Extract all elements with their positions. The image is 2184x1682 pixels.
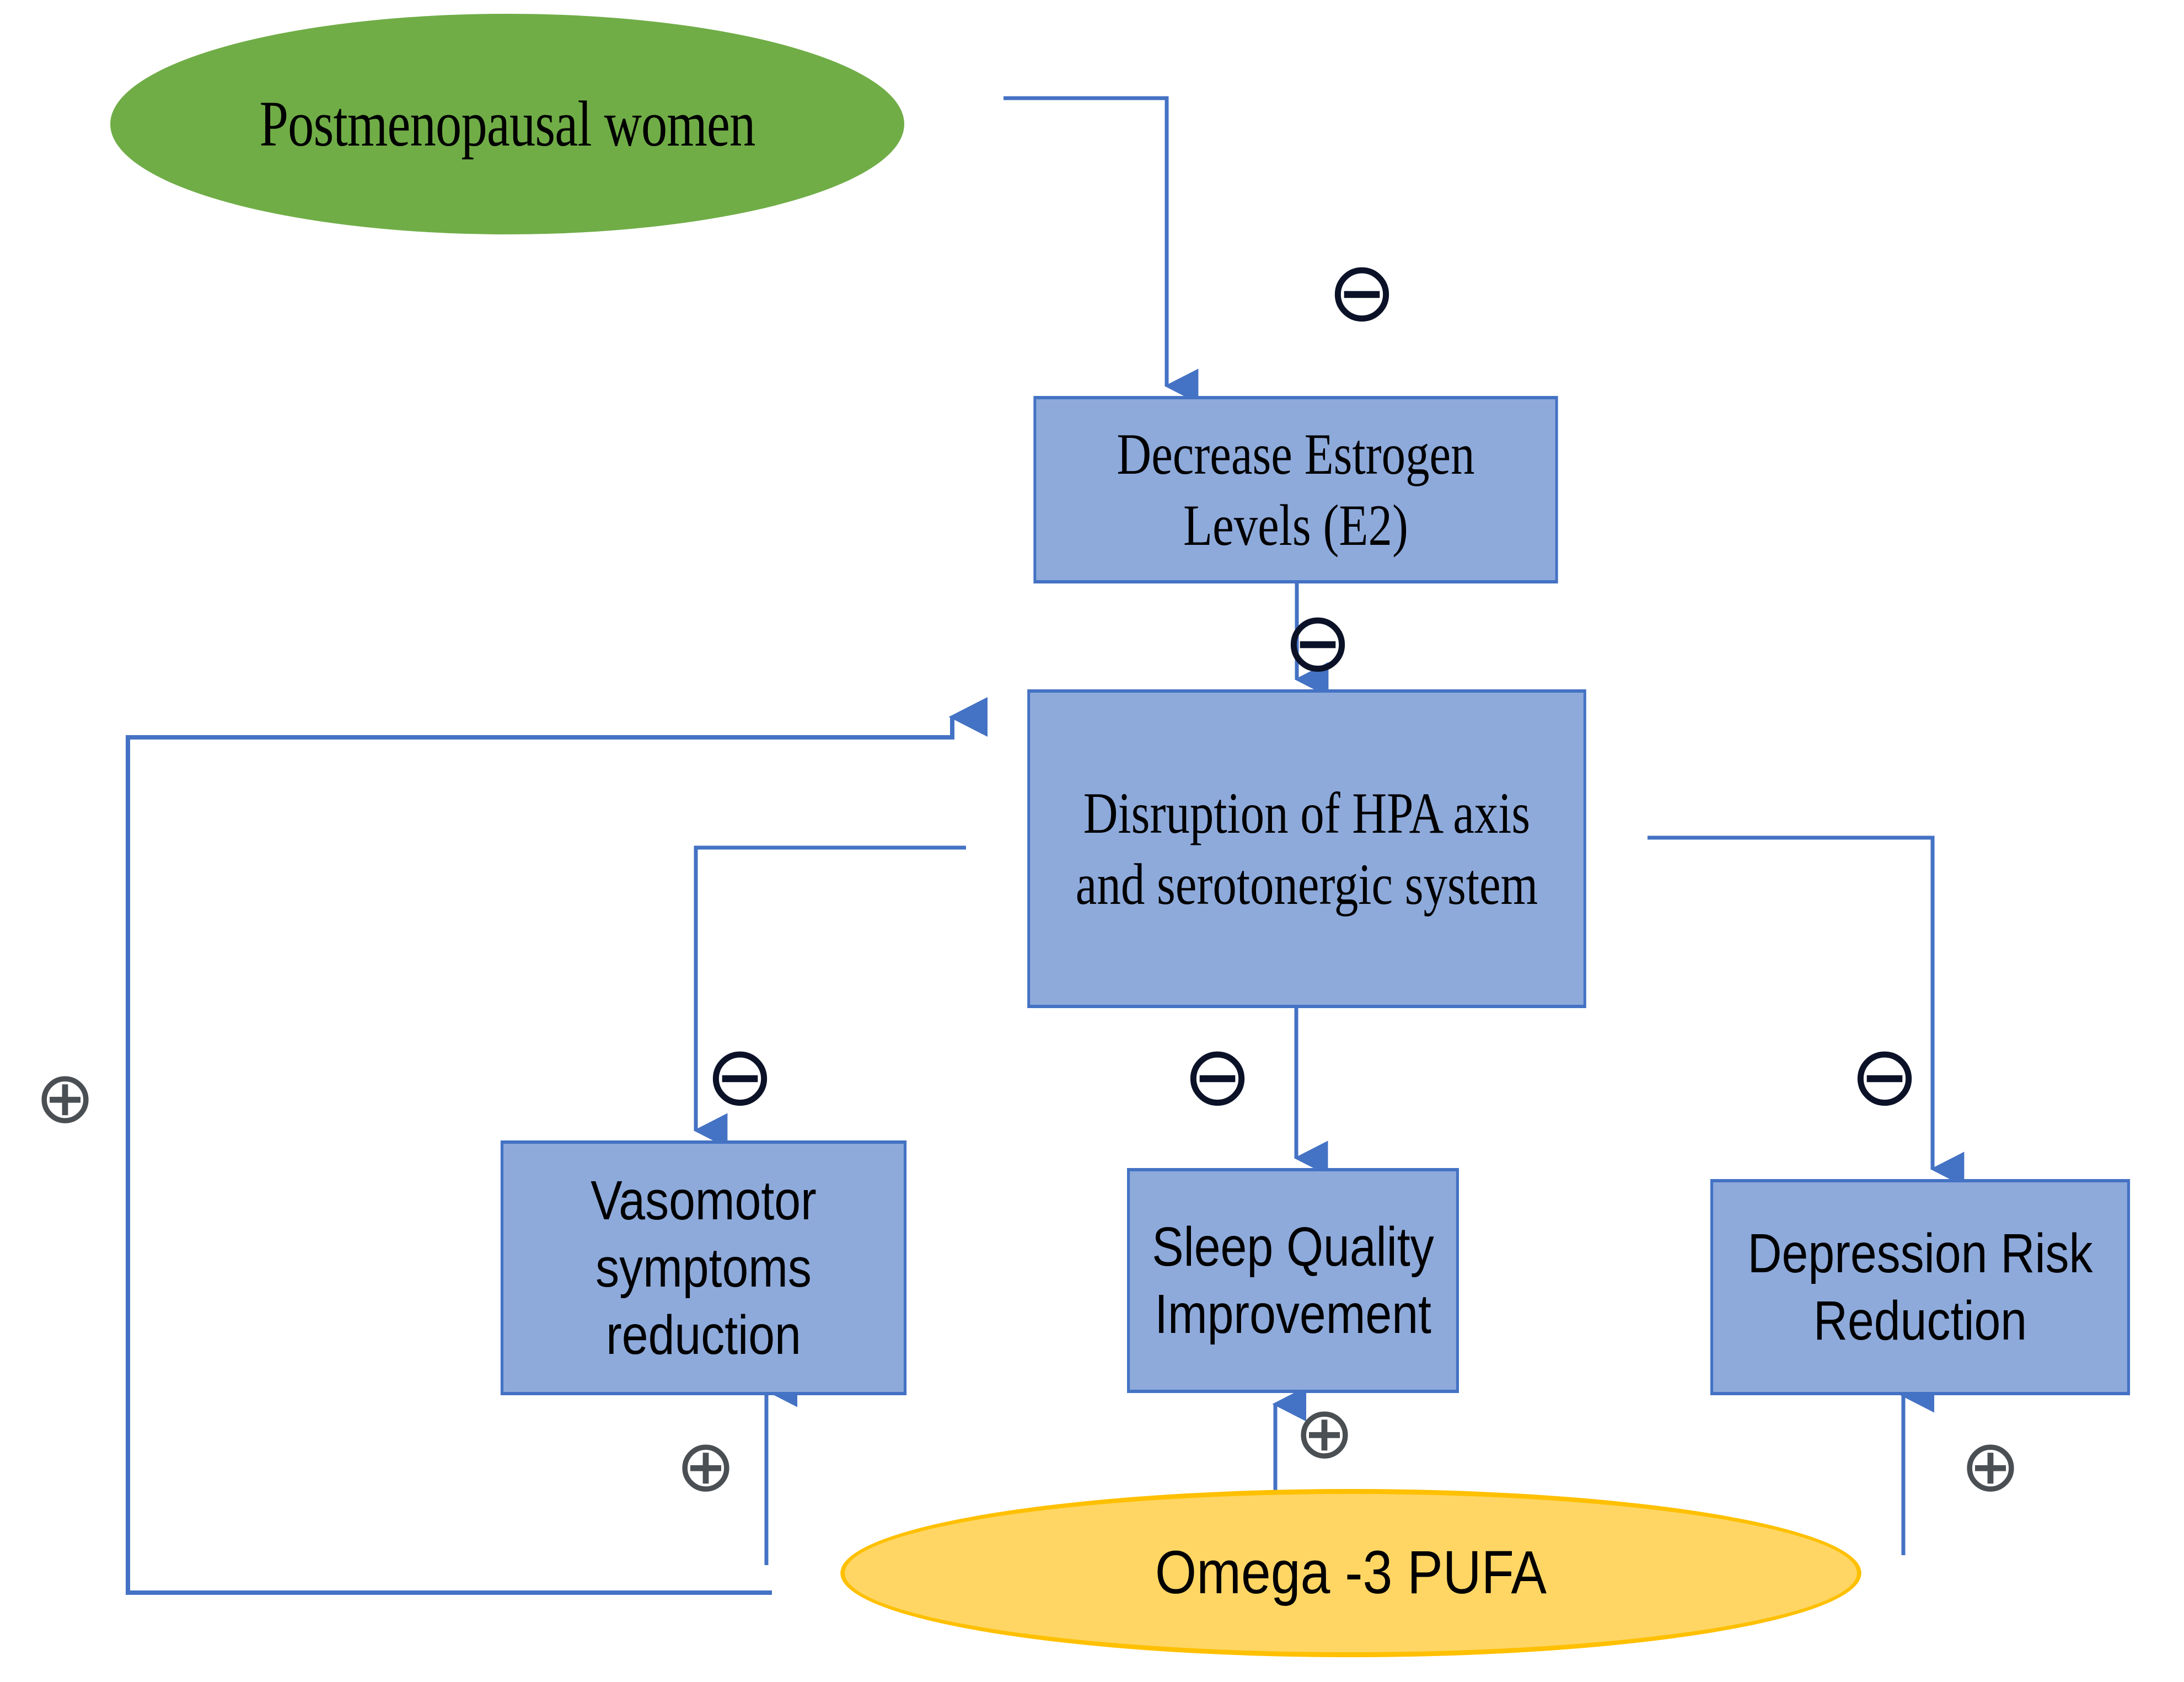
plus-sign-icon-omega-to-sleep: ⊕: [1280, 1389, 1369, 1477]
node-postmenopausal-women[interactable]: Postmenopausal women: [110, 14, 904, 234]
plus-glyph: ⊕: [35, 1056, 95, 1139]
minus-sign-icon-estrogen-to-hpa: ⊖: [1268, 593, 1367, 692]
minus-glyph: ⊖: [705, 1029, 775, 1124]
node-vasomotor-symptoms-reduction-label: Vasomotor symptoms reduction: [591, 1167, 816, 1369]
plus-sign-icon-omega-to-vasomotor: ⊕: [662, 1422, 750, 1510]
node-depression-risk-reduction[interactable]: Depression Risk Reduction: [1710, 1179, 2131, 1395]
node-hpa-disruption-label-line1: Disruption of HPA axis: [1083, 780, 1531, 845]
node-sleep-quality-improvement-label: Sleep Quality Improvement: [1152, 1213, 1434, 1348]
plus-glyph: ⊕: [1960, 1424, 2021, 1508]
node-vasomotor-label-line3: reduction: [606, 1304, 801, 1366]
plus-sign-icon-omega-to-hpa: ⊕: [21, 1053, 109, 1142]
minus-glyph: ⊖: [1183, 1029, 1252, 1124]
minus-glyph: ⊖: [1327, 244, 1397, 340]
minus-sign-icon-hpa-to-vasomotor: ⊖: [690, 1027, 790, 1126]
node-vasomotor-symptoms-reduction[interactable]: Vasomotor symptoms reduction: [500, 1140, 907, 1395]
node-omega-3-pufa[interactable]: Omega -3 PUFA: [840, 1489, 1861, 1657]
node-depression-risk-label-line1: Depression Risk: [1747, 1223, 2093, 1284]
minus-sign-icon-hpa-to-depression: ⊖: [1835, 1027, 1934, 1126]
minus-glyph: ⊖: [1283, 594, 1353, 690]
node-sleep-quality-label-line1: Sleep Quality: [1152, 1216, 1434, 1278]
minus-sign-icon-hpa-to-sleep: ⊖: [1168, 1027, 1267, 1126]
minus-glyph: ⊖: [1850, 1029, 1919, 1124]
node-depression-risk-label-line2: Reduction: [1813, 1290, 2027, 1352]
plus-glyph: ⊕: [675, 1424, 736, 1508]
node-decrease-estrogen-label-line2: Levels (E2): [1183, 493, 1408, 558]
node-sleep-quality-label-line2: Improvement: [1155, 1283, 1431, 1345]
node-omega-3-pufa-label: Omega -3 PUFA: [1155, 1539, 1547, 1607]
node-decrease-estrogen-label-line1: Decrease Estrogen: [1117, 421, 1475, 486]
node-sleep-quality-improvement[interactable]: Sleep Quality Improvement: [1127, 1168, 1459, 1393]
node-hpa-disruption-label-line2: and serotonergic system: [1075, 852, 1538, 917]
edge-women-to-estrogen: [1004, 96, 1199, 404]
node-hpa-disruption[interactable]: Disruption of HPA axis and serotonergic …: [1027, 689, 1586, 1008]
node-postmenopausal-women-label: Postmenopausal women: [259, 88, 755, 160]
node-depression-risk-reduction-label: Depression Risk Reduction: [1747, 1220, 2092, 1354]
plus-sign-icon-omega-to-depression: ⊕: [1946, 1422, 2035, 1510]
minus-sign-icon-women-to-estrogen: ⊖: [1312, 243, 1412, 342]
node-vasomotor-label-line1: Vasomotor: [591, 1170, 817, 1231]
node-decrease-estrogen-label: Decrease Estrogen Levels (E2): [1117, 419, 1474, 561]
node-vasomotor-label-line2: symptoms: [595, 1237, 812, 1299]
node-decrease-estrogen[interactable]: Decrease Estrogen Levels (E2): [1033, 396, 1558, 583]
node-hpa-disruption-label: Disruption of HPA axis and serotonergic …: [1076, 778, 1538, 920]
plus-glyph: ⊕: [1294, 1391, 1355, 1475]
